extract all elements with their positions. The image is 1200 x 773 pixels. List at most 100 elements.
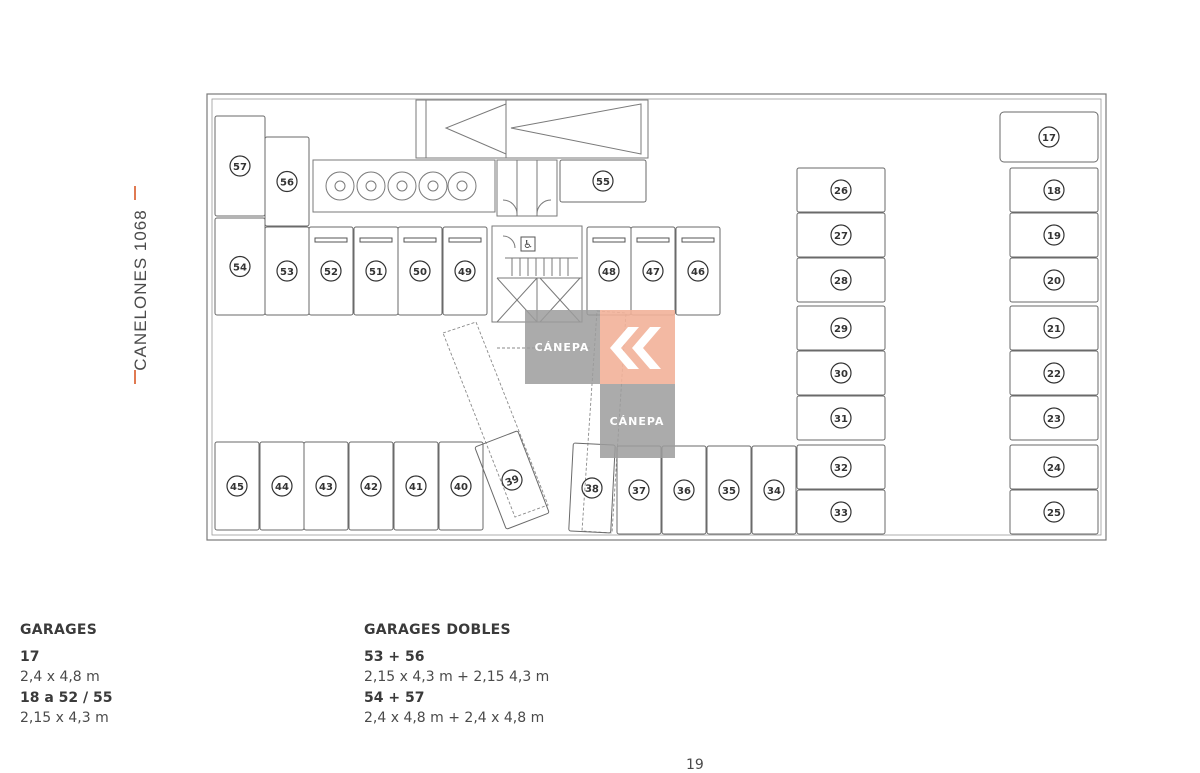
parking-spot-outline — [796, 167, 886, 213]
parking-spot-outline — [348, 441, 394, 531]
parking-spot-53: 53 — [264, 226, 310, 316]
parking-spot-outline — [999, 111, 1099, 163]
spot-number: 25 — [1047, 508, 1061, 519]
spot-number: 26 — [834, 186, 848, 197]
spot-number-circle — [276, 170, 298, 193]
parking-spot-47: 47 — [630, 226, 676, 316]
spot-number-circle — [830, 362, 852, 384]
parking-spot-32: 32 — [796, 444, 886, 490]
spot-number-circle — [1043, 407, 1065, 429]
spot-number: 31 — [834, 414, 848, 425]
spot-number-circle — [229, 155, 251, 177]
parking-spot-outline — [751, 445, 797, 535]
parking-spot-outline — [796, 395, 886, 441]
spot-number-circle — [229, 255, 251, 278]
parking-spot-44: 44 — [259, 441, 305, 531]
parking-spot-49: 49 — [442, 226, 488, 316]
spot-number: 39 — [504, 474, 521, 489]
parking-spot-46: 46 — [675, 226, 721, 316]
ramp — [415, 99, 649, 159]
spot-number-circle — [830, 269, 852, 291]
parking-spot-18: 18 — [1009, 167, 1099, 213]
spot-number: 51 — [369, 267, 383, 278]
parking-spot-39: 39 — [474, 430, 550, 530]
legend-dims: 2,15 x 4,3 m — [20, 710, 109, 726]
spot-number: 53 — [280, 267, 294, 278]
legend-dims: 2,15 x 4,3 m + 2,15 4,3 m — [364, 669, 550, 685]
legend-garages: GARAGES 17 2,4 x 4,8 m 18 a 52 / 55 2,15… — [20, 622, 113, 730]
parking-spot-34: 34 — [751, 445, 797, 535]
street-dash-bottom — [134, 370, 136, 384]
spot-number: 42 — [364, 482, 378, 493]
parking-spot-37: 37 — [616, 445, 662, 535]
spot-number-circle — [320, 260, 342, 282]
garage-floor-plan: ♿ 17181920212223242526272829303132333435… — [206, 93, 1107, 541]
spot-number-circle — [598, 260, 620, 282]
parking-spot-54: 54 — [214, 217, 266, 316]
double-chevron-icon — [610, 327, 661, 369]
spot-number-circle — [830, 179, 852, 201]
wheel-stop — [592, 237, 626, 243]
spot-number: 55 — [596, 177, 610, 188]
parking-spot-40: 40 — [438, 441, 484, 531]
parking-spot-outline — [1009, 212, 1099, 258]
parking-spot-outline — [675, 226, 721, 316]
legend-dims: 2,4 x 4,8 m + 2,4 x 4,8 m — [364, 710, 545, 726]
parking-spot-outline — [796, 489, 886, 535]
stair-core — [491, 159, 583, 323]
legend-code: 18 a 52 / 55 — [20, 690, 113, 706]
page-number: 19 — [686, 757, 704, 773]
spot-number-circle — [315, 475, 337, 497]
brand-watermark: CÁNEPA CÁNEPA — [525, 310, 675, 458]
spot-number: 34 — [767, 486, 781, 497]
spot-number: 50 — [413, 267, 427, 278]
spot-number: 38 — [585, 484, 600, 496]
parking-spot-36: 36 — [661, 445, 707, 535]
legend-garages-dobles: GARAGES DOBLES 53 + 56 2,15 x 4,3 m + 2,… — [364, 622, 549, 730]
parking-spot-outline — [214, 441, 260, 531]
parking-spot-57: 57 — [214, 115, 266, 217]
spot-number: 47 — [646, 267, 660, 278]
spot-number-circle — [409, 260, 431, 282]
spot-number-circle — [592, 170, 614, 192]
spot-number: 48 — [602, 267, 616, 278]
building-inner-outline — [211, 98, 1102, 536]
spot-number-circle — [1043, 179, 1065, 201]
parking-spot-outline — [474, 430, 550, 530]
parking-spot-outline — [796, 444, 886, 490]
parking-spot-outline — [796, 212, 886, 258]
spot-number-circle — [1038, 126, 1060, 148]
parking-spot-48: 48 — [586, 226, 632, 316]
spot-number-circle — [365, 260, 387, 282]
parking-spot-29: 29 — [796, 305, 886, 351]
spot-number-circle — [673, 479, 695, 501]
parking-spot-outline — [706, 445, 752, 535]
spot-number-circle — [642, 260, 664, 282]
parking-spot-outline — [1009, 444, 1099, 490]
spot-number: 22 — [1047, 369, 1061, 380]
spot-number-circle — [830, 407, 852, 429]
spot-number-circle — [687, 260, 709, 282]
parking-spot-outline — [568, 442, 616, 534]
wheel-stop — [636, 237, 670, 243]
parking-spot-50: 50 — [397, 226, 443, 316]
spot-number-circle — [628, 479, 650, 501]
spot-number-circle — [1043, 224, 1065, 246]
parking-spot-28: 28 — [796, 257, 886, 303]
parking-spot-25: 25 — [1009, 489, 1099, 535]
parking-spot-outline — [1009, 489, 1099, 535]
parking-spot-26: 26 — [796, 167, 886, 213]
spot-number: 29 — [834, 324, 848, 335]
parking-spot-51: 51 — [353, 226, 399, 316]
legend-dobles-title: GARAGES DOBLES — [364, 622, 511, 638]
spot-number: 17 — [1042, 133, 1056, 144]
parking-spot-20: 20 — [1009, 257, 1099, 303]
parking-spot-outline — [796, 305, 886, 351]
parking-spot-19: 19 — [1009, 212, 1099, 258]
spot-number: 40 — [454, 482, 468, 493]
water-tanks — [312, 159, 496, 213]
maneuver-outlines — [442, 310, 627, 534]
parking-spot-30: 30 — [796, 350, 886, 396]
parking-spot-35: 35 — [706, 445, 752, 535]
spot-number-circle — [1043, 362, 1065, 384]
